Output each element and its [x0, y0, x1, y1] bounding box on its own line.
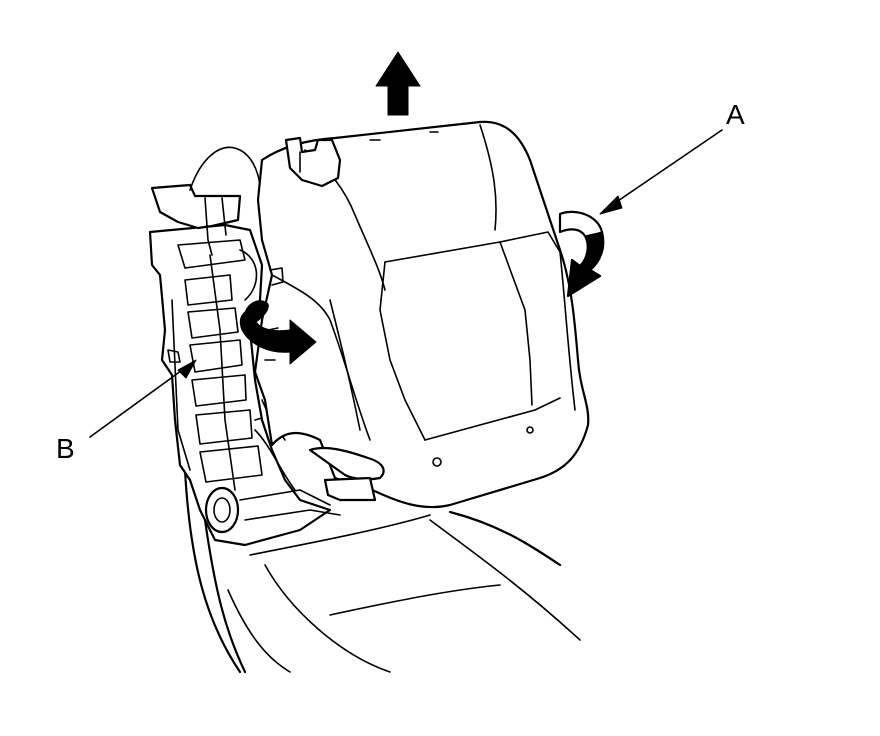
seat-cushion [183, 468, 581, 674]
release-clip-arrow-right [558, 210, 605, 298]
release-clip-arrow-left [239, 300, 317, 365]
seat-back-frame [148, 146, 341, 547]
seat-back-cover-panel [253, 120, 590, 509]
lift-up-arrow [375, 51, 421, 116]
callout-b-label: B [56, 433, 75, 464]
callout-a: A [599, 99, 745, 215]
callout-b: B [56, 359, 197, 464]
callout-a-label: A [726, 99, 745, 130]
